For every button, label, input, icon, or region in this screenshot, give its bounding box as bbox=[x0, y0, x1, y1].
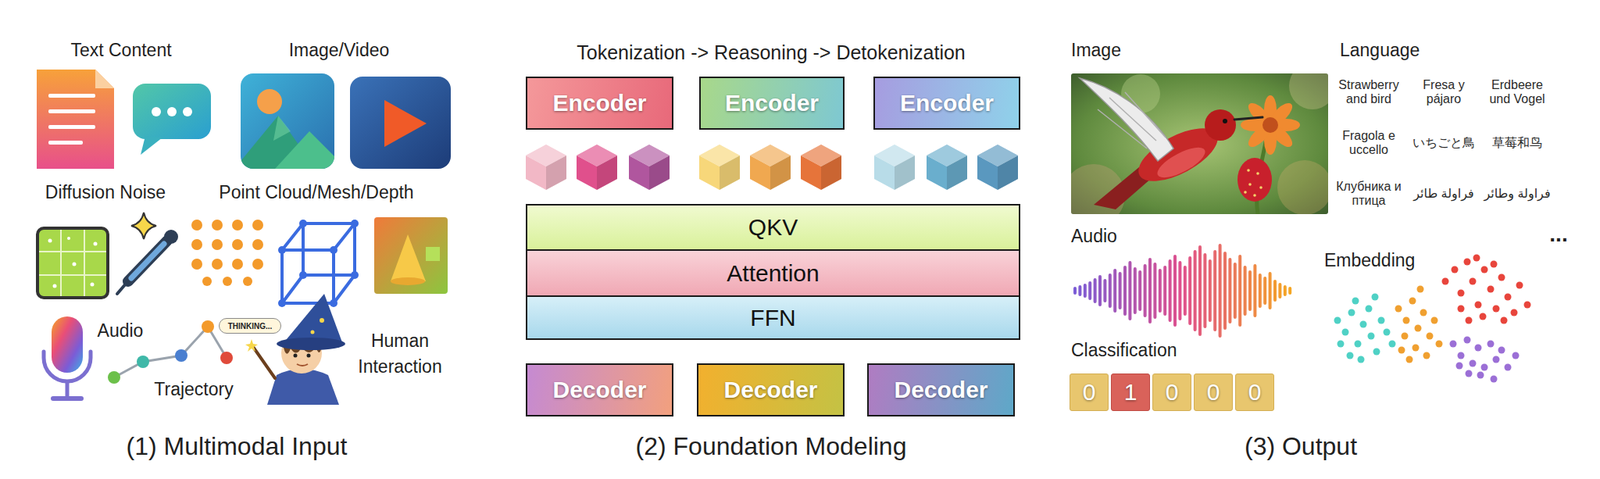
document-icon bbox=[36, 69, 115, 169]
class-cell: 0 bbox=[1069, 373, 1109, 411]
translation-text: Strawberry and bird bbox=[1332, 78, 1406, 108]
input-label: Audio bbox=[97, 320, 144, 343]
node-text: QKV bbox=[748, 214, 798, 241]
ellipsis: ... bbox=[1549, 221, 1568, 248]
output-label: Language bbox=[1339, 39, 1420, 62]
class-cell: 0 bbox=[1152, 373, 1192, 411]
class-cell: 0 bbox=[1235, 373, 1275, 411]
pipeline-heading: Tokenization -> Reasoning -> Detokenizat… bbox=[576, 40, 966, 65]
chat-icon bbox=[132, 83, 211, 155]
node-text: 0 bbox=[1248, 378, 1262, 406]
node-text: Decoder bbox=[552, 376, 647, 404]
audio-waveform bbox=[1075, 245, 1290, 336]
translation-text: Fresa y pájaro bbox=[1407, 78, 1481, 108]
node-text: 0 bbox=[1207, 378, 1221, 406]
wizard-figure bbox=[245, 293, 346, 405]
noise-icon bbox=[37, 228, 108, 298]
node-text: FFN bbox=[750, 304, 796, 332]
decoder-box: Decoder bbox=[696, 363, 845, 417]
input-label: Point Cloud/Mesh/Depth bbox=[218, 182, 414, 204]
translation-text: فراولة طائر bbox=[1407, 186, 1481, 201]
input-label: Diffusion Noise bbox=[45, 182, 166, 204]
output-label: Classification bbox=[1071, 339, 1178, 362]
encoder-box: Encoder bbox=[699, 76, 845, 130]
node-text: 1 bbox=[1124, 378, 1138, 406]
node-text: Encoder bbox=[725, 89, 819, 117]
node-text: Encoder bbox=[900, 89, 994, 117]
class-cell: 1 bbox=[1110, 373, 1150, 411]
output-label: Embedding bbox=[1324, 250, 1415, 272]
output-label: Image bbox=[1071, 39, 1122, 62]
node-text: Encoder bbox=[552, 89, 647, 117]
embedding-scatter bbox=[1334, 254, 1532, 383]
input-label: Image/Video bbox=[289, 39, 390, 62]
node-text: 0 bbox=[1082, 378, 1097, 406]
encoder-box: Encoder bbox=[525, 76, 674, 130]
sparkle-dropper bbox=[117, 212, 179, 294]
translation-text: 草莓和鸟 bbox=[1480, 135, 1554, 150]
video-icon bbox=[350, 76, 451, 169]
hummingbird-photo bbox=[1071, 73, 1329, 215]
class-cell: 0 bbox=[1193, 373, 1233, 411]
translation-text: Клубника и птица bbox=[1332, 179, 1406, 209]
node-text: Attention bbox=[726, 260, 819, 287]
translation-text: Erdbeere und Vogel bbox=[1480, 78, 1554, 108]
token-cubes bbox=[525, 144, 1018, 190]
input-label: Text Content bbox=[70, 39, 172, 62]
decoder-box: Decoder bbox=[525, 363, 674, 417]
node-text: Decoder bbox=[723, 376, 818, 404]
translation-text: Fragola e uccello bbox=[1332, 128, 1406, 158]
ffn-layer: FFN bbox=[525, 295, 1021, 340]
qkv-layer: QKV bbox=[525, 203, 1021, 251]
translation-text: فراولة وطائر bbox=[1480, 186, 1554, 201]
node-text: Decoder bbox=[893, 376, 988, 404]
section-caption: (2) Foundation Modeling bbox=[635, 431, 908, 461]
attention-layer: Attention bbox=[525, 249, 1021, 297]
input-label: Human Interaction bbox=[341, 328, 459, 381]
encoder-box: Encoder bbox=[873, 76, 1021, 130]
microphone-icon bbox=[43, 316, 91, 399]
node-text: THINKING... bbox=[228, 321, 273, 331]
thought-bubble: THINKING... bbox=[218, 317, 282, 334]
output-label: Audio bbox=[1071, 225, 1118, 248]
section-caption: (3) Output bbox=[1244, 431, 1358, 461]
mesh-cube-icon bbox=[278, 219, 359, 308]
depth-icon bbox=[374, 217, 448, 294]
translation-text: いちごと鳥 bbox=[1407, 135, 1481, 150]
point-cloud-icon bbox=[191, 219, 264, 286]
node-text: 0 bbox=[1165, 378, 1179, 406]
input-label: Trajectory bbox=[153, 378, 233, 401]
image-icon bbox=[234, 73, 338, 169]
section-caption: (1) Multimodal Input bbox=[126, 431, 348, 461]
decoder-box: Decoder bbox=[867, 363, 1015, 417]
